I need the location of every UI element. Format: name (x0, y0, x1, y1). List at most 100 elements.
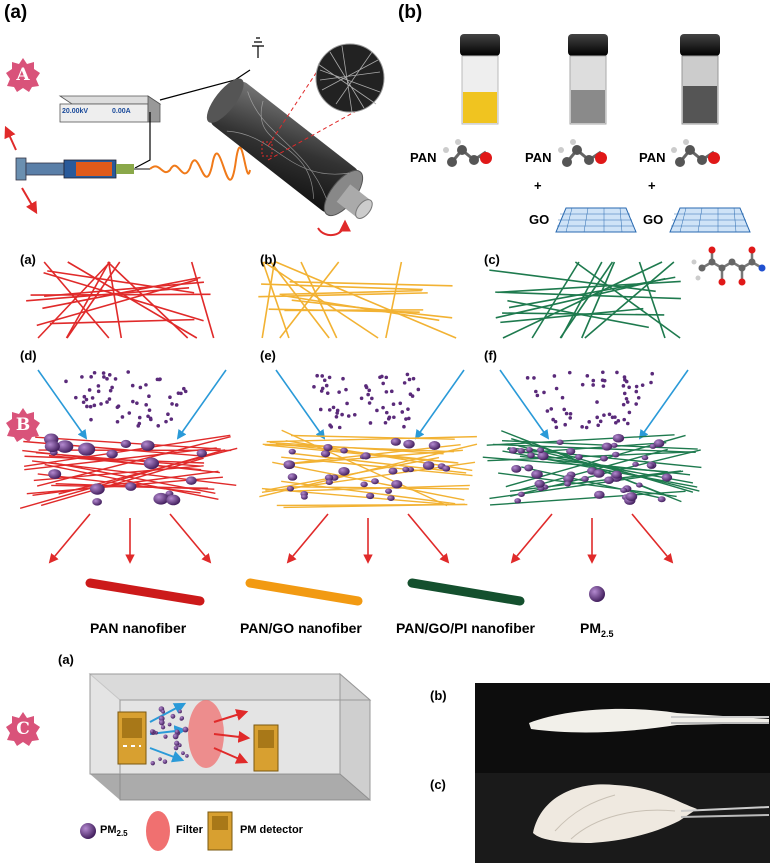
pm-particle (174, 403, 179, 407)
pm-particle (624, 379, 629, 384)
pm-particle (182, 386, 186, 391)
c-legend-filter: Filter (176, 824, 203, 836)
captured-pm (428, 441, 441, 450)
pm-particle (402, 381, 407, 385)
pm-particle (562, 407, 566, 412)
pm-particle (144, 383, 148, 387)
captured-pm (391, 479, 403, 489)
panel-d: (d) (20, 348, 37, 363)
pm-particle (391, 402, 396, 407)
panel-label-top-b: (b) (398, 2, 423, 23)
pm-particle (636, 395, 641, 400)
fiber (261, 283, 423, 291)
solution-vials (443, 34, 766, 286)
fiber (270, 261, 330, 339)
pm-particle (115, 419, 120, 424)
solution-label-1: PAN (410, 150, 437, 165)
fiber (497, 280, 681, 294)
captured-pm (442, 465, 451, 472)
pm-particle (136, 424, 141, 428)
pm-particle (545, 409, 550, 413)
pm-particle (149, 417, 153, 422)
fiber (272, 461, 465, 501)
pm-particle (74, 395, 78, 400)
pm-particle (126, 370, 131, 374)
pm-particle (92, 370, 97, 375)
captured-pm (286, 485, 295, 492)
polymer-jet (149, 146, 251, 181)
fiber-mesh-1 (26, 261, 215, 339)
pm-particle (622, 417, 627, 422)
fiber (291, 434, 455, 440)
go-label-1: GO (529, 212, 550, 227)
pm-particle (108, 388, 113, 393)
pm-particle (554, 425, 559, 430)
captured-pm (422, 461, 435, 470)
legend-pm: PM2.5 (580, 620, 614, 639)
captured-pm (514, 498, 522, 504)
membrane-photo-art (475, 683, 770, 863)
captured-pm (323, 443, 333, 452)
captured-pm (360, 481, 368, 488)
pm-particle (81, 400, 86, 405)
pm-particle (634, 389, 639, 394)
outflow-arrow (286, 513, 329, 564)
pm-particle (158, 719, 165, 726)
pan-go-nanofiber-bar (245, 578, 363, 606)
fiber (531, 261, 580, 339)
panel-f: (f) (484, 348, 497, 363)
pm-particle (386, 416, 391, 421)
filtration-panel-1 (19, 369, 238, 564)
badge-c: C (6, 712, 40, 746)
pm-particle (634, 384, 639, 389)
captured-pm (387, 495, 395, 501)
pm-particle (99, 402, 103, 406)
pm-particle (627, 385, 631, 390)
pm-particle (315, 373, 319, 378)
pm-particle (80, 375, 84, 379)
captured-pm (527, 452, 535, 459)
captured-pm (531, 469, 543, 479)
pm-particle (410, 394, 415, 398)
captured-pm (390, 437, 401, 446)
fiber (44, 281, 205, 298)
pan-molecule-3 (671, 139, 720, 167)
fiber (269, 441, 444, 455)
pm-particle (359, 396, 364, 401)
fiber (486, 434, 675, 446)
pm-particle (367, 401, 372, 405)
pm-particle (375, 408, 379, 413)
captured-pm (340, 447, 348, 454)
outflow-arrow (631, 513, 674, 564)
pm-particle (130, 383, 135, 388)
pm-particle (383, 420, 388, 425)
pm-particle (155, 377, 160, 382)
fiber (500, 307, 644, 324)
fiber (54, 462, 216, 494)
pm-particle (535, 393, 540, 398)
pm-particle (156, 424, 161, 428)
pm-particle (320, 386, 325, 391)
vial-pan-go-pi (680, 34, 720, 125)
pan-molecule-2 (558, 139, 607, 167)
outflow-arrow (48, 513, 91, 564)
captured-pm (566, 447, 576, 455)
pm-particle (621, 384, 626, 388)
fiber-meshes (26, 261, 681, 339)
captured-pm (612, 451, 620, 458)
captured-pm (153, 492, 169, 505)
fiber (24, 434, 231, 467)
captured-pm (44, 440, 60, 453)
pm-particle (634, 402, 638, 406)
fiber (276, 503, 468, 507)
collector-drum (206, 78, 373, 219)
panel-a: (a) (20, 252, 36, 267)
captured-pm (611, 470, 622, 479)
pm-particle (591, 378, 596, 383)
pm-particle (180, 716, 185, 721)
captured-pm (620, 487, 628, 493)
fiber (190, 261, 215, 339)
fiber (263, 261, 379, 339)
captured-pm (526, 447, 533, 453)
